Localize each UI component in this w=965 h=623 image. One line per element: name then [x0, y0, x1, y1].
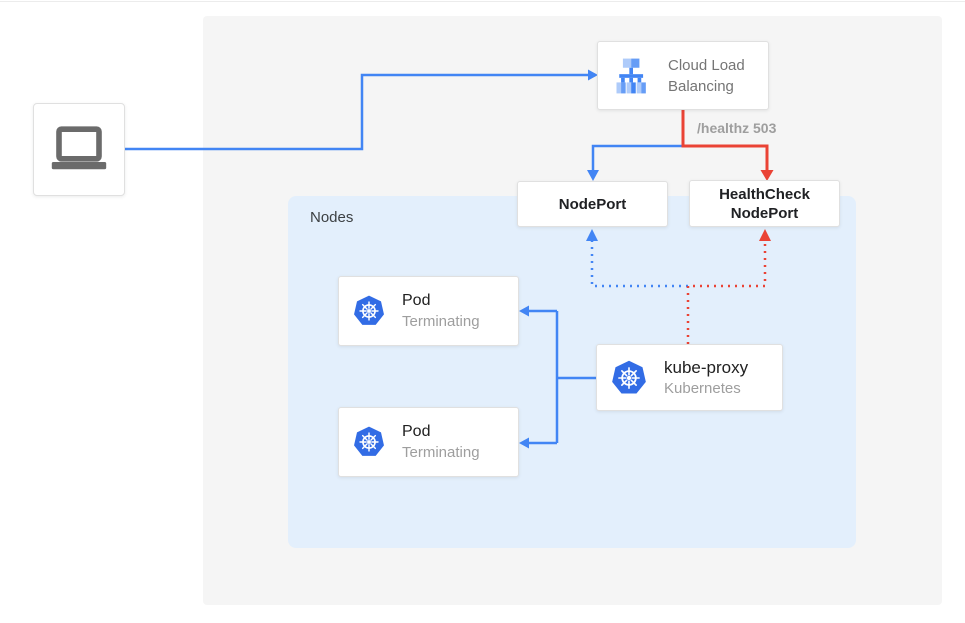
arrowhead-up-nodeport — [586, 229, 598, 241]
edge-lb-to-healthcheck — [681, 110, 769, 171]
kubernetes-icon — [353, 295, 385, 326]
cloud-load-balancing-icon — [616, 58, 646, 93]
healthcheck-nodeport-label: HealthCheck NodePort — [719, 185, 810, 222]
pod-title: Pod — [402, 292, 431, 309]
client-device-node — [33, 103, 125, 196]
nodeport-node: NodePort — [517, 181, 668, 227]
nodeport-label: NodePort — [558, 195, 627, 213]
edge-lb-to-nodeport — [591, 144, 682, 171]
laptop-icon — [51, 125, 107, 169]
kube-proxy-title: kube-proxy — [664, 357, 749, 377]
arrowhead-into-pod2 — [519, 437, 529, 449]
healthz-status-label: /healthz 503 — [697, 120, 777, 136]
arrowhead-into-pod1 — [519, 305, 529, 317]
edge-client-to-lb — [125, 73, 588, 151]
kubernetes-icon — [353, 426, 385, 457]
nodes-group-label: Nodes — [310, 209, 354, 226]
edge-kubeproxy-to-nodeport — [590, 241, 688, 288]
arrowhead-into-healthcheck — [760, 170, 774, 181]
cloud-load-balancing-label: Cloud Load Balancing — [668, 56, 745, 95]
pod-status: Terminating — [402, 444, 480, 461]
cloud-load-balancing-node: Cloud Load Balancing — [597, 41, 769, 110]
arrowhead-into-lb — [588, 69, 598, 81]
arrowhead-up-healthcheck — [759, 229, 771, 241]
kube-proxy-subtitle: Kubernetes — [664, 379, 741, 397]
top-divider — [0, 1, 965, 2]
healthcheck-nodeport-node: HealthCheck NodePort — [689, 180, 840, 227]
pod-title: Pod — [402, 423, 431, 440]
edge-kubeproxy-to-pods — [529, 309, 596, 445]
pod-status: Terminating — [402, 313, 480, 330]
kubernetes-icon — [611, 359, 647, 394]
pod-node-1: Pod Terminating — [338, 276, 519, 346]
arrowhead-into-nodeport — [587, 170, 599, 181]
pod-node-2: Pod Terminating — [338, 407, 519, 477]
kube-proxy-node: kube-proxy Kubernetes — [596, 344, 783, 411]
edge-kubeproxy-to-healthcheck — [686, 241, 767, 344]
